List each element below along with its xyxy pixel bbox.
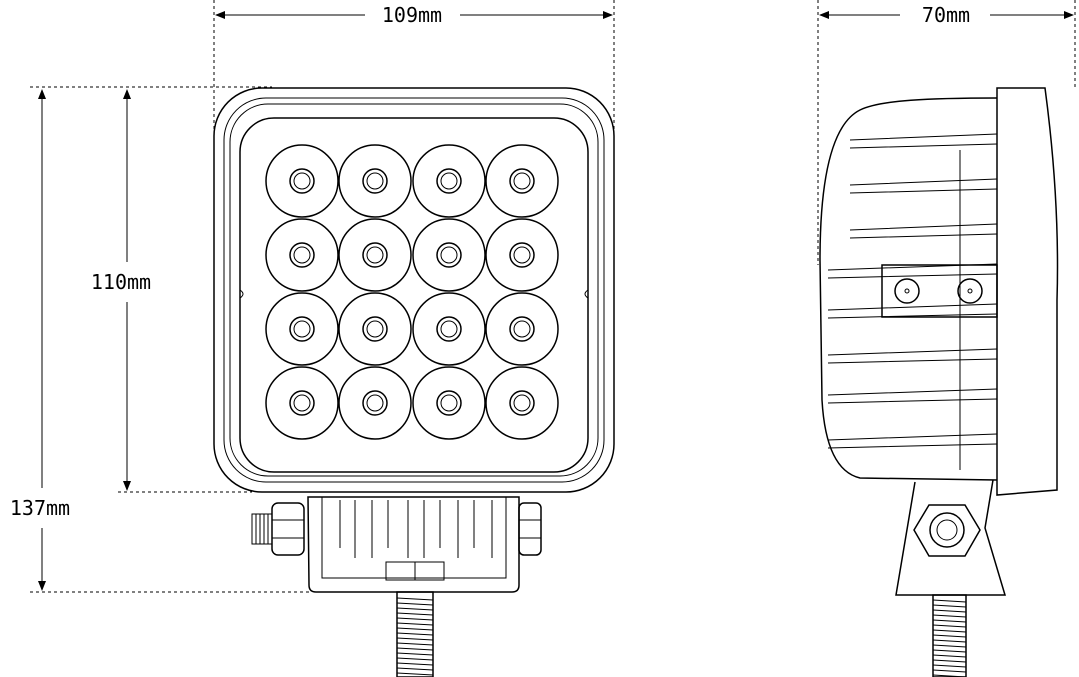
mounting-bolt-side [932, 594, 967, 677]
dimension-depth-side: 70mm [819, 3, 1074, 27]
dimension-label-110: 110mm [91, 270, 151, 294]
led-lens [265, 292, 339, 366]
dimension-label-109: 109mm [382, 3, 442, 27]
led-lens [412, 218, 486, 292]
led-lens [265, 218, 339, 292]
extension-lines [30, 0, 1076, 593]
side-view [819, 87, 1059, 677]
mounting-bracket [307, 496, 520, 593]
mounting-bolt-front [396, 591, 434, 677]
dimension-width-front: 109mm [215, 3, 613, 27]
led-lens [338, 144, 412, 218]
led-grid [265, 144, 559, 440]
led-lens [338, 366, 412, 440]
side-nut-right [518, 502, 542, 556]
dimension-label-137: 137mm [10, 496, 70, 520]
front-view [213, 87, 615, 677]
led-lens [412, 292, 486, 366]
led-lens [412, 366, 486, 440]
dimension-total-height: 137mm [10, 89, 70, 591]
led-lens [485, 144, 559, 218]
led-lens [485, 366, 559, 440]
led-lens [412, 144, 486, 218]
led-lens [265, 366, 339, 440]
led-lens [338, 218, 412, 292]
dimension-lens-height: 110mm [91, 89, 151, 491]
led-lens [485, 292, 559, 366]
led-lens [265, 144, 339, 218]
dimension-label-70: 70mm [922, 3, 970, 27]
side-nut-left [251, 502, 305, 556]
led-lens [338, 292, 412, 366]
led-lens [485, 218, 559, 292]
side-bracket [895, 479, 1007, 596]
